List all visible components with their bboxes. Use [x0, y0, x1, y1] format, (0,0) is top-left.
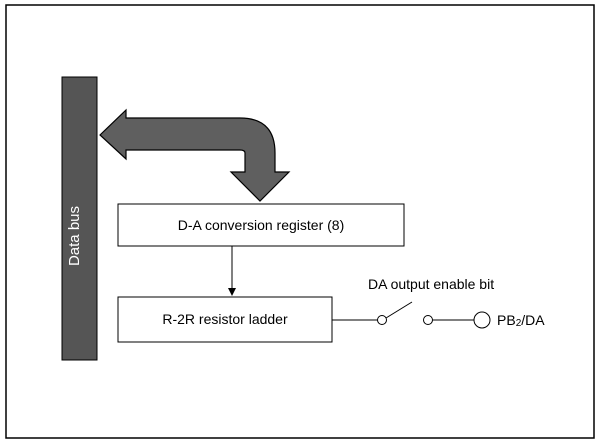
switch-left-contact [377, 315, 387, 325]
pin-label-prefix: PB [497, 312, 516, 328]
register-to-ladder-arrowhead [228, 288, 236, 296]
r2r-resistor-ladder-label: R-2R resistor ladder [162, 311, 288, 327]
data-bus-bar [61, 76, 98, 361]
pin-label-subscript: 2 [516, 318, 522, 329]
pin-label-suffix: /DA [521, 312, 545, 328]
switch-lever [385, 301, 413, 319]
output-pin-terminal [473, 311, 491, 329]
r2r-resistor-ladder-box [117, 296, 333, 343]
bus-arrow [99, 108, 291, 202]
output-pin-label: PB2/DA [497, 312, 545, 329]
data-bus-label: Data bus [66, 206, 83, 266]
da-conversion-register-box [117, 203, 405, 247]
da-conversion-register-label: D-A conversion register (8) [178, 217, 345, 233]
switch-right-contact [423, 315, 433, 325]
da-output-enable-bit-label: DA output enable bit [368, 276, 494, 292]
